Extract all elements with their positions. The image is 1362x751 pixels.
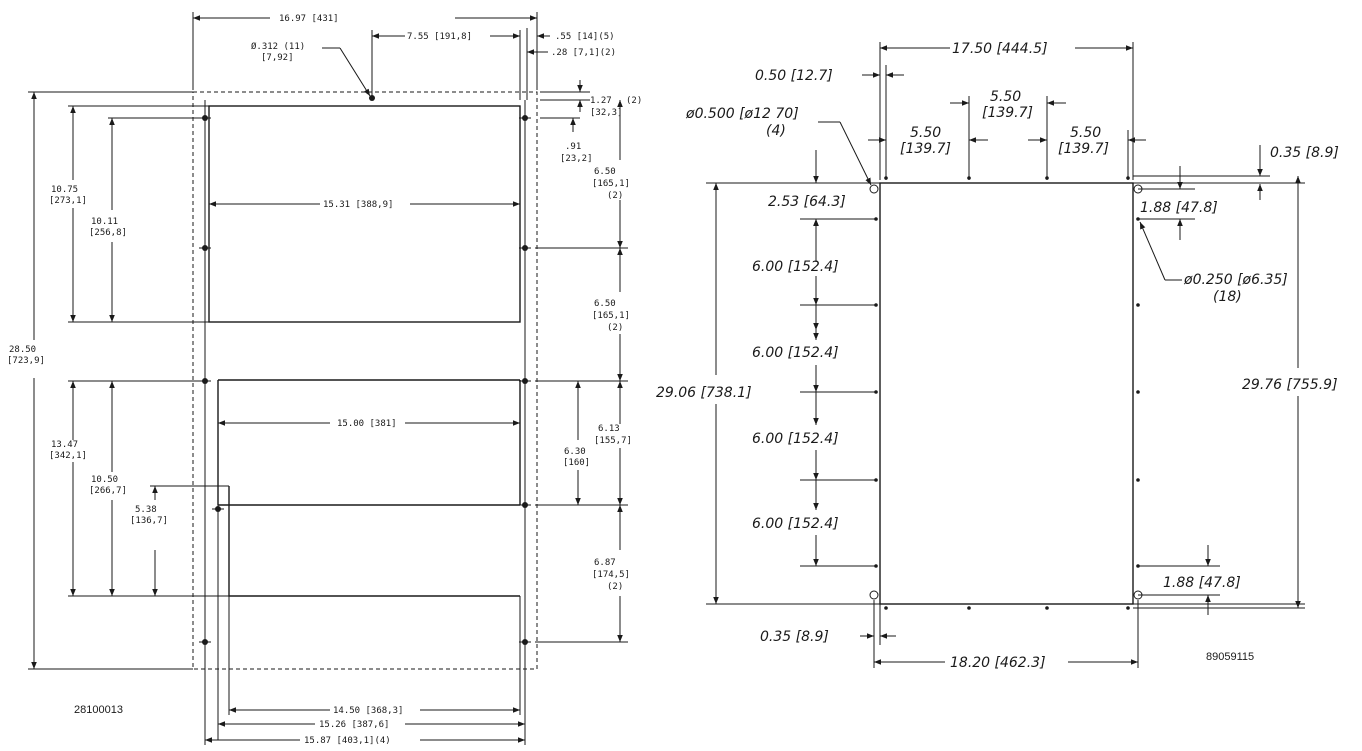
dim-6-00-b: 6.00 [152.4] xyxy=(752,345,839,361)
dim-1-27-n: (2) xyxy=(626,96,642,106)
dim-6-50-b-mm: [165,1] xyxy=(592,311,630,321)
dim-5-50-right-mm: [139.7] xyxy=(1058,141,1109,157)
dim-10-50: 10.50 xyxy=(91,475,118,485)
large-hole-count: (4) xyxy=(766,123,786,139)
dim-6-50-b-n: (2) xyxy=(607,323,623,333)
dim-1-27: 1.27 xyxy=(590,96,612,106)
dim-6-87: 6.87 xyxy=(594,558,616,568)
dim-10-11: 10.11 xyxy=(91,217,118,227)
dim-10-11-mm: [256,8] xyxy=(89,228,127,238)
dim-0-35-top: 0.35 [8.9] xyxy=(1270,145,1339,161)
dim-1-88-top: 1.88 [47.8] xyxy=(1140,200,1218,216)
dim-28-50-mm: [723,9] xyxy=(7,356,45,366)
dim-6-50-b: 6.50 xyxy=(594,299,616,309)
dim-5-50-right: 5.50 xyxy=(1070,125,1101,141)
dim-18-20: 18.20 [462.3] xyxy=(950,655,1046,671)
dim-29-76: 29.76 [755.9] xyxy=(1242,377,1338,393)
large-hole xyxy=(869,590,879,600)
dim-28-50: 28.50 xyxy=(9,345,36,355)
dim-1-27-mm: [32,3] xyxy=(590,108,623,118)
dim-hole-dia-a: Ø.312 (11) xyxy=(251,41,305,52)
left-lower-cutout xyxy=(217,379,521,597)
dim-10-50-mm: [266,7] xyxy=(89,486,127,496)
dim-6-50-a-n: (2) xyxy=(607,191,623,201)
dim-6-30: 6.30 xyxy=(564,447,586,457)
dim-29-06: 29.06 [738.1] xyxy=(656,385,752,401)
dim-6-00-d: 6.00 [152.4] xyxy=(752,516,839,532)
dim-15-31: 15.31 [388,9] xyxy=(323,200,393,210)
dim-6-00-c: 6.00 [152.4] xyxy=(752,431,839,447)
dim-5-38-mm: [136,7] xyxy=(130,516,168,526)
dim-overall-width: 16.97 [431] xyxy=(279,14,339,24)
dim-0-35-bottom: 0.35 [8.9] xyxy=(760,629,829,645)
dim-5-38: 5.38 xyxy=(135,505,157,515)
dim-5-50-mid: 5.50 xyxy=(990,89,1021,105)
dim-6-13-mm: [155,7] xyxy=(594,436,632,446)
dim-6-87-n: (2) xyxy=(607,582,623,592)
dim-hole-dia-b: [7,92] xyxy=(261,53,294,63)
dim-13-47-mm: [342,1] xyxy=(49,451,87,461)
dim-6-00-a: 6.00 [152.4] xyxy=(752,259,839,275)
dim-5-50-left: 5.50 xyxy=(910,125,941,141)
dim-0-91: .91 xyxy=(565,142,581,152)
dim-10-75-mm: [273,1] xyxy=(49,196,87,206)
small-hole-count: (18) xyxy=(1213,289,1242,305)
large-hole xyxy=(869,184,879,194)
right-panel-drawing: 17.50 [444.5] 0.50 [12.7] 5.50 [139.7] 5… xyxy=(656,41,1339,671)
dim-6-50-a-mm: [165,1] xyxy=(592,179,630,189)
large-hole-callout: ø0.500 [ø12 70] xyxy=(685,106,799,122)
small-holes xyxy=(874,176,1140,610)
dim-0-28: .28 [7,1](2) xyxy=(551,48,616,58)
dim-10-75: 10.75 xyxy=(51,185,78,195)
dim-1-88-bottom: 1.88 [47.8] xyxy=(1163,575,1241,591)
dim-15-00: 15.00 [381] xyxy=(337,419,397,429)
dim-6-13: 6.13 xyxy=(598,424,620,434)
dim-17-50: 17.50 [444.5] xyxy=(952,41,1048,57)
dim-15-87: 15.87 [403,1](4) xyxy=(304,736,391,746)
dim-6-50-a: 6.50 xyxy=(594,167,616,177)
dim-5-50-left-mm: [139.7] xyxy=(900,141,951,157)
dim-6-87-mm: [174,5] xyxy=(592,570,630,580)
dim-0-50: 0.50 [12.7] xyxy=(755,68,833,84)
left-cutout-drawing: 16.97 [431] 7.55 [191,8] .55 [14](5) .28… xyxy=(7,12,642,746)
dim-5-50-mid-mm: [139.7] xyxy=(982,105,1033,121)
mount-hole xyxy=(369,95,375,101)
dim-0-55: .55 [14](5) xyxy=(555,32,615,42)
left-upper-cutout xyxy=(208,105,521,323)
dim-6-30-mm: [160] xyxy=(563,458,590,468)
dim-13-47: 13.47 xyxy=(51,440,78,450)
right-panel-outline xyxy=(879,182,1134,605)
dim-14-50: 14.50 [368,3] xyxy=(333,706,403,716)
dim-2-53: 2.53 [64.3] xyxy=(768,194,846,210)
drawing-ref-left: 28100013 xyxy=(74,704,123,716)
dim-0-91-mm: [23,2] xyxy=(560,154,593,164)
small-hole-callout: ø0.250 [ø6.35] xyxy=(1183,272,1288,288)
drawing-ref-right: 89059115 xyxy=(1206,651,1254,663)
dim-15-26: 15.26 [387,6] xyxy=(319,720,389,730)
dim-7-55: 7.55 [191,8] xyxy=(407,32,472,42)
